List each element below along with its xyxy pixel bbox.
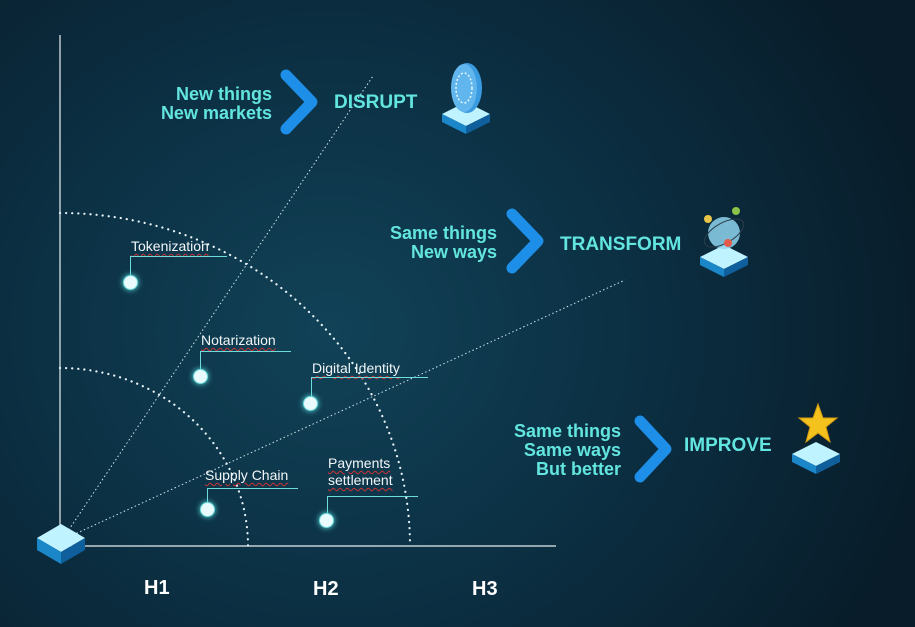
disrupt-ray [61, 75, 374, 541]
phrase-line: New ways [410, 242, 497, 262]
horizon-h2: H2 [313, 578, 339, 600]
h2-arc [58, 211, 412, 548]
item-label-digital-identity: Digital Identity [312, 360, 400, 376]
item-label-payments-settlement: Payments settlement [328, 455, 393, 488]
phrase-line: Same ways [523, 440, 621, 460]
phrase-line: New things [175, 84, 272, 104]
connector [130, 256, 227, 275]
atom-globe-icon [700, 207, 748, 277]
transform-phrase: Same things New ways [390, 224, 497, 262]
phrase-line: New markets [160, 103, 272, 123]
connector [327, 496, 418, 515]
item-dot-payments-settlement[interactable] [319, 513, 334, 528]
chevron-right-icon [634, 415, 672, 483]
item-dot-supply-chain[interactable] [200, 502, 215, 517]
improve-label: IMPROVE [684, 435, 772, 456]
horizon-h3: H3 [472, 578, 498, 600]
item-label-tokenization: Tokenization [131, 238, 209, 254]
item-dot-tokenization[interactable] [123, 275, 138, 290]
connector [311, 377, 428, 398]
connector [200, 351, 291, 370]
connector [207, 488, 298, 504]
origin-platform-icon [37, 524, 85, 564]
transform-label: TRANSFORM [560, 234, 682, 255]
horizon-h1: H1 [144, 577, 170, 599]
transform-ray [61, 279, 626, 541]
phrase-line: But better [536, 459, 621, 479]
item-label-notarization: Notarization [201, 332, 276, 348]
chevron-right-icon [506, 208, 544, 274]
star-icon [792, 402, 840, 474]
item-label-supply-chain: Supply Chain [205, 467, 289, 483]
item-dot-notarization[interactable] [193, 369, 208, 384]
poker-chip-icon [442, 63, 490, 134]
phrase-line: Same things [513, 421, 621, 441]
h1-arc [58, 366, 250, 548]
disrupt-label: DISRUPT [334, 92, 418, 113]
improve-phrase: Same things Same ways But better [514, 422, 621, 479]
disrupt-phrase: New things New markets [161, 85, 272, 123]
phrase-line: Same things [389, 223, 497, 243]
chevron-right-icon [280, 69, 318, 135]
item-dot-digital-identity[interactable] [303, 396, 318, 411]
